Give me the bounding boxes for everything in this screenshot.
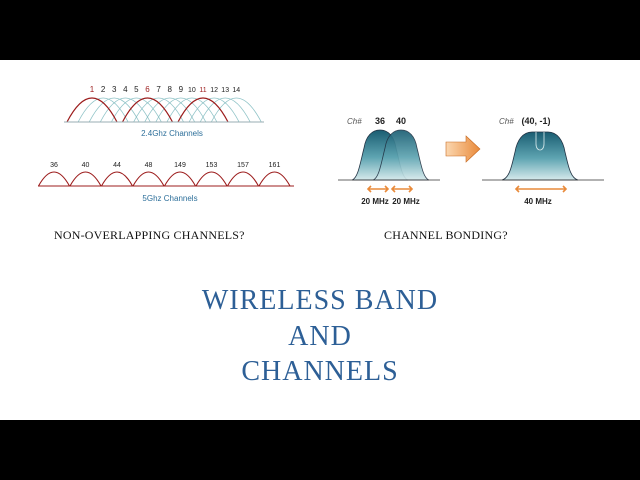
channel-arc-24-12	[188, 97, 240, 123]
channel-label-24-1: 1	[90, 85, 95, 94]
band-5ghz-label: 5Ghz Channels	[142, 194, 197, 203]
bonding-left-width-a: 20 MHz	[361, 197, 389, 206]
bonding-left-width-b: 20 MHz	[392, 197, 420, 206]
channel-arc-24-4	[99, 97, 151, 123]
channel-label-5-153: 153	[206, 162, 218, 169]
channel-arc-24-6	[121, 97, 174, 123]
bonding-before-diagram: Ch# 36 40 20 MHz 20 MHz	[338, 116, 440, 206]
band-24ghz-nonoverlapping-arcs	[66, 97, 229, 123]
channel-label-24-6: 6	[145, 85, 150, 94]
channel-arc-24-2	[77, 97, 129, 123]
channel-label-24-12: 12	[210, 87, 218, 94]
channel-arc-24-13	[199, 97, 251, 123]
channel-arc-5-48	[132, 171, 165, 187]
bonding-right-lobe-seam	[535, 132, 545, 151]
channel-arc-5-40	[69, 171, 102, 187]
channel-label-24-8: 8	[167, 85, 172, 94]
title-line-3: CHANNELS	[241, 356, 399, 387]
caption-channel-bonding: CHANNEL BONDING?	[384, 228, 508, 242]
band-24ghz-label: 2.4Ghz Channels	[141, 129, 203, 138]
channel-arc-24-11	[177, 97, 229, 123]
channel-label-24-13: 13	[221, 87, 229, 94]
bonding-left-ch-label: Ch#	[347, 117, 362, 126]
bonding-transition-arrow-icon	[445, 135, 481, 163]
channel-arc-24-3	[88, 97, 140, 123]
channel-label-5-36: 36	[50, 162, 58, 169]
channel-arc-24-8	[144, 97, 196, 123]
channel-label-24-2: 2	[101, 85, 106, 94]
title-line-2: AND	[288, 321, 352, 352]
channel-arc-24-9	[155, 97, 207, 123]
bonding-right-lobe	[501, 131, 579, 181]
channel-arc-24-1	[66, 97, 118, 123]
channel-label-24-10: 10	[188, 87, 196, 94]
channel-arc-24-5	[111, 97, 162, 123]
bonding-left-channel-a: 36	[375, 116, 385, 126]
bonding-after-diagram: Ch# (40, -1) 40 MHz	[482, 116, 604, 206]
band-5ghz-arcs	[38, 171, 291, 187]
channel-label-24-4: 4	[123, 85, 128, 94]
channel-label-5-44: 44	[113, 162, 121, 169]
bonding-right-ch-label: Ch#	[499, 117, 514, 126]
channel-label-5-161: 161	[269, 162, 281, 169]
channel-label-24-7: 7	[156, 85, 161, 94]
band-5ghz-diagram: 36 40 44 48 149 153 157 161 5Ghz Channels	[38, 162, 294, 203]
channel-label-5-40: 40	[82, 162, 90, 169]
title-line-1: WIRELESS BAND	[201, 285, 439, 316]
channel-arc-5-157	[227, 171, 259, 187]
channel-label-5-157: 157	[237, 162, 249, 169]
bonding-left-width-arrow-a	[366, 185, 390, 193]
channel-label-24-5: 5	[134, 85, 139, 94]
bonding-left-lobe-b	[372, 129, 430, 181]
bonding-left-channel-b: 40	[396, 116, 406, 126]
channel-label-24-3: 3	[112, 85, 117, 94]
channel-label-5-48: 48	[145, 162, 153, 169]
caption-non-overlapping: NON-OVERLAPPING CHANNELS?	[54, 228, 245, 242]
channel-arc-5-44	[101, 171, 133, 187]
channel-label-24-11: 11	[199, 87, 206, 94]
channel-arc-24-10	[166, 97, 218, 123]
channel-arc-5-153	[195, 171, 228, 187]
bonding-right-width: 40 MHz	[524, 197, 552, 206]
channel-arc-24-7	[133, 97, 184, 123]
channel-label-24-9: 9	[179, 85, 184, 94]
band-24ghz-overlapping-arcs	[77, 97, 262, 123]
channel-arc-5-36	[38, 171, 70, 187]
bonding-left-width-arrow-b	[390, 185, 414, 193]
band-5ghz-channel-labels: 36 40 44 48 149 153 157 161	[50, 162, 280, 169]
bonding-right-channel: (40, -1)	[521, 116, 550, 126]
bonding-right-width-arrow	[514, 185, 568, 193]
channel-label-5-149: 149	[174, 162, 186, 169]
channel-arc-24-14	[210, 97, 262, 123]
channel-label-24-14: 14	[232, 87, 240, 94]
channel-arc-5-149	[164, 171, 196, 187]
channel-arc-5-161	[258, 171, 291, 187]
